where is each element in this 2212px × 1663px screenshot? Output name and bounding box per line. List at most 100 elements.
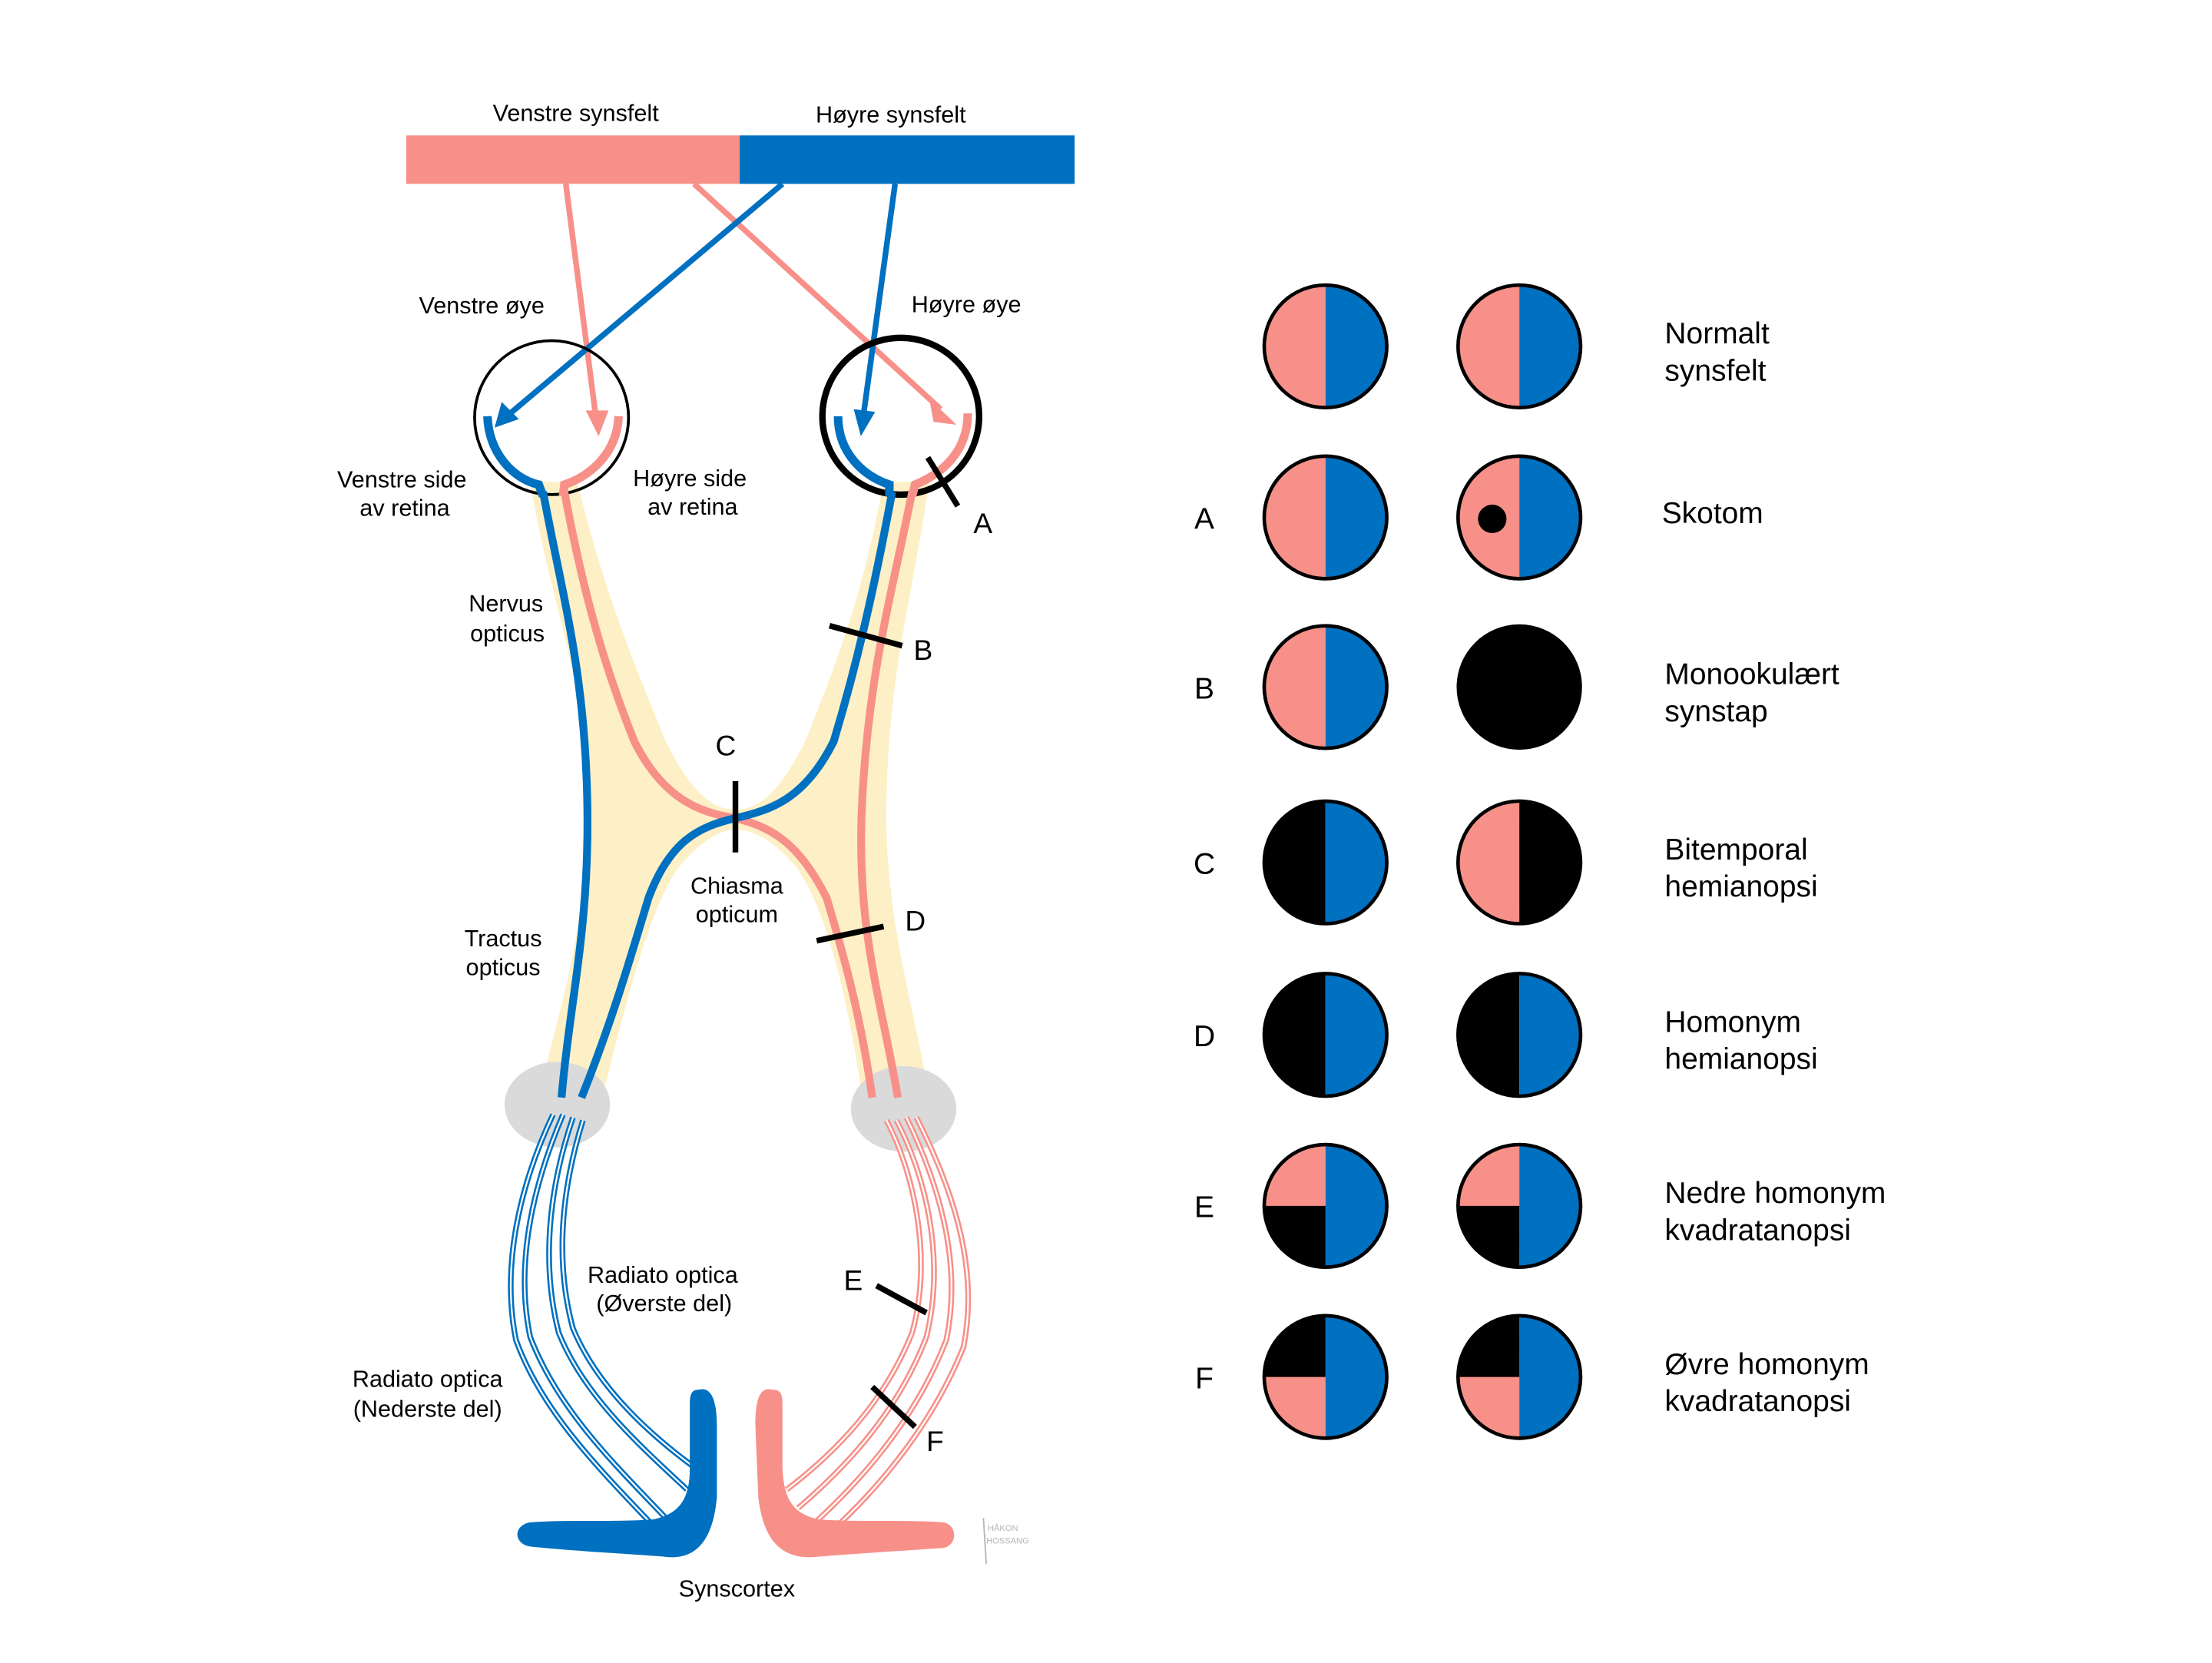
field-right-half — [1325, 800, 1387, 924]
left-eye-nasal-retina — [483, 416, 548, 498]
defect-name-line2: hemianopsi — [1664, 1043, 1817, 1076]
defect-name-line1: Monookulært — [1664, 658, 1839, 691]
left-visual-field-bar — [406, 135, 740, 184]
field-left-half — [1263, 285, 1326, 408]
left-blue-fiber — [538, 491, 591, 1098]
left-eye-temporal-retina — [558, 416, 623, 497]
field-right-half — [1519, 285, 1581, 408]
radiation-fiber-core — [837, 1117, 969, 1526]
lesion-label-a: A — [973, 507, 992, 539]
chiasma-label-line2: opticum — [696, 902, 778, 928]
row-letter: A — [1194, 502, 1214, 535]
defect-name-line2: hemianopsi — [1664, 870, 1817, 903]
nervus-opticus-label-line1: Nervus — [469, 591, 543, 617]
radiatio-lower-label-line1: Radiato optica — [353, 1367, 504, 1393]
field-left-half — [1263, 800, 1326, 924]
right-lgn — [850, 1066, 957, 1152]
ray-left-field-to-left-eye — [563, 183, 599, 417]
left-radiation-fiber — [522, 1113, 672, 1525]
arrowhead-icon — [585, 410, 609, 436]
right-eye-field — [1456, 799, 1583, 926]
field-left-half — [1263, 625, 1326, 749]
radiation-fiber-core — [523, 1114, 671, 1523]
field-outline — [1262, 799, 1389, 926]
lesion-labels: A B C D E F — [716, 507, 993, 1457]
lesion-label-e: E — [844, 1264, 863, 1296]
left-visual-field-label: Venstre synsfelt — [493, 101, 660, 127]
field-right-half — [1519, 800, 1581, 924]
right-eye-field — [1456, 283, 1583, 410]
field-left-half — [1458, 800, 1520, 924]
lesion-cuts — [732, 456, 961, 1429]
field-left-half — [1458, 973, 1520, 1097]
chiasma-label-line1: Chiasma — [690, 873, 784, 899]
lesion-label-d: D — [905, 905, 926, 937]
defect-name-line1: Øvre homonym — [1664, 1348, 1869, 1381]
tractus-opticus-label-line1: Tractus — [465, 926, 542, 952]
field-lost-quadrant — [1263, 1205, 1326, 1267]
right-eye-temporal-retina — [833, 416, 894, 496]
row-letter: E — [1194, 1191, 1214, 1224]
field-lost-quadrant — [1458, 1205, 1520, 1267]
row-letter: B — [1194, 672, 1214, 705]
right-pink-fiber — [857, 491, 916, 1098]
right-eye-field — [1456, 624, 1582, 750]
lesion-cut-d — [816, 923, 885, 944]
defect-name-line1: Bitemporal — [1664, 833, 1807, 866]
field-right-half — [1519, 456, 1581, 579]
field-outline — [1262, 1142, 1389, 1270]
radiatio-upper-label-line2: (Øverste del) — [596, 1290, 732, 1317]
left-eye-field — [1262, 1314, 1389, 1440]
right-retina-label-line1: Høyre side — [633, 465, 747, 492]
left-eye-field — [1262, 1142, 1389, 1270]
right-eye-label: Høyre øye — [912, 291, 1022, 317]
field-lost-quadrant — [1458, 1315, 1520, 1377]
field-outline — [1456, 454, 1583, 581]
field-outline — [1456, 972, 1583, 1098]
right-eye-field — [1456, 1314, 1583, 1440]
field-right-half — [1325, 456, 1387, 579]
field-right-half — [1325, 1315, 1387, 1439]
radiation-fiber-core — [548, 1117, 688, 1490]
radiation-fiber-core — [814, 1117, 952, 1523]
field-lost-quadrant — [1263, 1315, 1326, 1377]
ray-right-field-to-right-eye — [860, 183, 899, 414]
defect-name-line2: synsfelt — [1664, 354, 1766, 387]
field-right-half — [1325, 625, 1387, 749]
left-retina-label-line1: Venstre side — [337, 467, 466, 493]
field-right-half — [1325, 1145, 1387, 1267]
field-right-half — [1325, 285, 1387, 408]
right-retina-label-line2: av retina — [647, 494, 738, 520]
left-eyeball — [473, 339, 631, 496]
lesion-cut-b — [829, 623, 903, 649]
left-eye-field — [1262, 972, 1389, 1098]
right-eyeball — [819, 334, 983, 499]
field-outline — [1262, 1314, 1389, 1440]
row-letter: F — [1195, 1362, 1214, 1395]
right-visual-field-bar — [740, 135, 1075, 184]
field-outline — [1262, 624, 1389, 750]
lesion-cut-a — [925, 456, 961, 508]
right-visual-field-label: Høyre synsfelt — [816, 102, 966, 128]
defect-name-line1: Nedre homonym — [1664, 1177, 1886, 1210]
right-eye — [819, 334, 983, 499]
field-left-half — [1263, 456, 1326, 579]
radiatio-lower-label-line2: (Nederste del) — [353, 1396, 502, 1423]
lesion-cut-e — [875, 1283, 928, 1316]
field-outline — [1262, 454, 1389, 581]
left-radiation-fiber — [508, 1113, 655, 1528]
left-eye-label: Venstre øye — [419, 293, 545, 319]
radiation-fiber-core — [509, 1114, 654, 1526]
signature-line1: HÅKON — [988, 1523, 1018, 1533]
field-outline — [1456, 1142, 1583, 1270]
field-outline — [1456, 1314, 1583, 1440]
lesion-label-b: B — [913, 634, 932, 666]
lesion-cut-f — [870, 1384, 917, 1429]
light-rays — [494, 181, 957, 436]
nervus-opticus-label-line2: opticus — [470, 621, 545, 647]
field-outline — [1262, 972, 1389, 1098]
left-eye — [473, 339, 631, 498]
